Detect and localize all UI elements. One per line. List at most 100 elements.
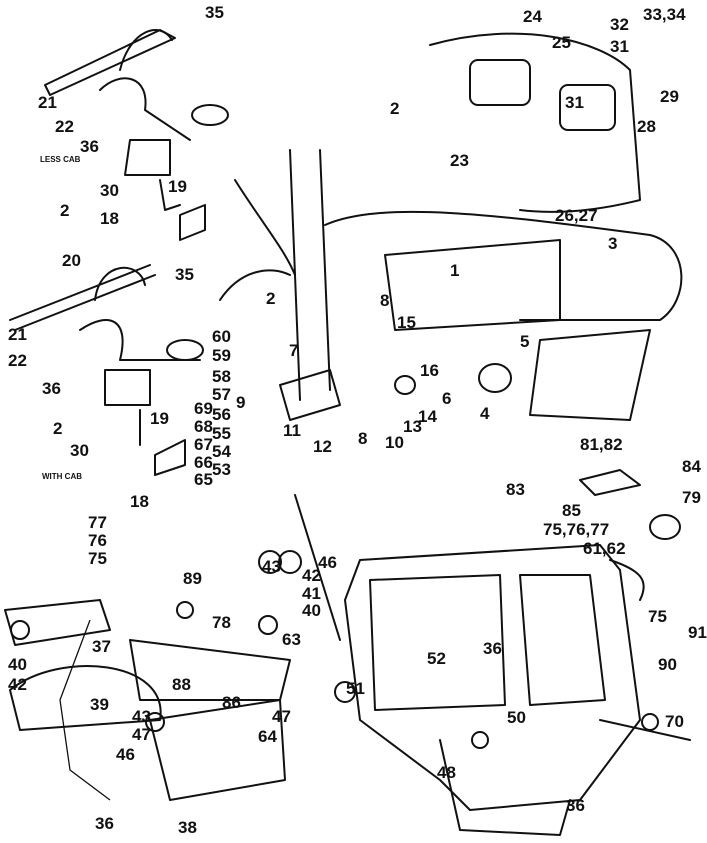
part-callout-37: 37 [92,637,111,656]
part-callout-2: 2 [60,201,70,220]
part-callout-26-27: 26,27 [555,206,598,225]
part-callout-10: 10 [385,433,404,452]
caption-with-cab: WITH CAB [42,472,82,481]
part-callout-91: 91 [688,623,707,642]
caption-less-cab: LESS CAB [40,155,81,164]
part-callout-6: 6 [442,389,452,408]
part-callout-31: 31 [565,93,584,112]
part-callout-30: 30 [100,181,119,200]
part-callout-55: 55 [212,424,231,443]
part-callout-12: 12 [313,437,332,456]
part-callout-36: 36 [95,814,114,833]
part-callout-21: 21 [38,93,57,112]
part-callout-19: 19 [168,177,187,196]
part-callout-14: 14 [418,407,437,426]
part-callout-9: 9 [236,393,246,412]
part-callout-35: 35 [175,265,194,284]
part-callout-63: 63 [282,630,301,649]
part-callout-47: 47 [272,707,291,726]
part-callout-11: 11 [283,421,301,440]
part-callout-65: 65 [194,470,213,489]
part-callout-8: 8 [380,291,390,310]
part-callout-68: 68 [194,417,213,436]
part-callout-31: 31 [610,37,629,56]
part-callout-47: 47 [132,725,151,744]
fender-assembly [4,550,302,801]
part-callout-48: 48 [437,763,456,782]
less-cab-harness [44,29,229,241]
part-callout-67: 67 [194,435,213,454]
arrow-curve-1 [234,179,296,276]
part-callout-36: 36 [566,796,585,815]
part-callout-78: 78 [212,613,231,632]
part-callout-2: 2 [390,99,400,118]
part-callout-58: 58 [212,367,231,386]
part-callout-24: 24 [523,7,542,26]
part-callout-42: 42 [302,566,321,585]
part-callout-1: 1 [450,261,460,280]
part-callout-43: 43 [132,707,151,726]
part-callout-2: 2 [53,419,63,438]
part-callout-39: 39 [90,695,109,714]
part-callout-89: 89 [183,569,202,588]
part-callout-13: 13 [403,417,422,436]
part-callout-35: 35 [205,3,224,22]
part-callout-41: 41 [302,584,321,603]
part-callout-29: 29 [660,87,679,106]
part-callout-18: 18 [130,492,149,511]
arrow-curve-3 [609,559,645,601]
part-callout-75: 75 [88,549,107,568]
part-callout-16: 16 [420,361,439,380]
cab [334,544,691,836]
part-callout-66: 66 [194,453,213,472]
part-callout-60: 60 [212,327,231,346]
part-callout-28: 28 [637,117,656,136]
part-callout-88: 88 [172,675,191,694]
part-callout-83: 83 [506,480,525,499]
part-callout-21: 21 [8,325,27,344]
part-callout-5: 5 [520,332,530,351]
part-callout-38: 38 [178,818,197,837]
with-cab-harness [9,264,204,476]
part-callout-69: 69 [194,399,213,418]
part-callout-36: 36 [80,137,99,156]
part-callout-23: 23 [450,151,469,170]
part-callout-8: 8 [358,429,368,448]
part-callout-15: 15 [397,313,416,332]
part-callout-42: 42 [8,675,27,694]
part-callout-40: 40 [8,655,27,674]
part-callout-4: 4 [480,404,490,423]
part-callout-30: 30 [70,441,89,460]
part-callout-84: 84 [682,457,701,476]
dashboard [279,32,683,540]
part-callout-43: 43 [262,557,281,576]
part-callout-46: 46 [318,553,337,572]
part-callout-81-82: 81,82 [580,435,623,454]
part-callout-18: 18 [100,209,119,228]
part-callout-52: 52 [427,649,446,668]
part-callout-50: 50 [507,708,526,727]
part-callout-77: 77 [88,513,107,532]
part-callout-75: 75 [648,607,667,626]
part-callout-64: 64 [258,727,277,746]
part-callout-3: 3 [608,234,618,253]
part-callout-51: 51 [346,679,365,698]
part-callout-36: 36 [42,379,61,398]
part-callout-33-34: 33,34 [643,5,686,24]
part-callout-22: 22 [8,351,27,370]
part-callout-85: 85 [562,501,581,520]
part-callout-61-62: 61,62 [583,539,626,558]
part-callout-19: 19 [150,409,169,428]
part-callout-7: 7 [289,341,299,360]
part-callout-90: 90 [658,655,677,674]
part-callout-20: 20 [62,251,81,270]
part-callout-86: 86 [222,693,241,712]
part-callout-70: 70 [665,712,684,731]
part-callout-76: 76 [88,531,107,550]
part-callout-79: 79 [682,488,701,507]
part-callout-2: 2 [266,289,276,308]
part-callout-53: 53 [212,460,231,479]
part-callout-59: 59 [212,346,231,365]
